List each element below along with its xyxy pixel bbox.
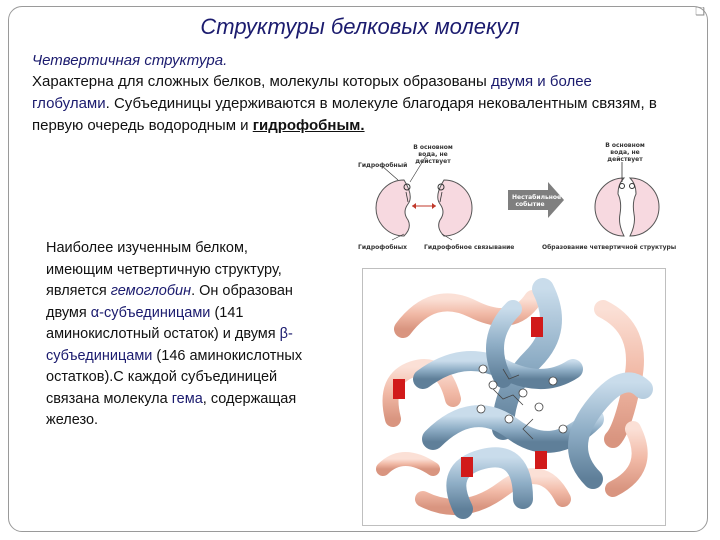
side-chain-markers (476, 364, 568, 434)
slide-frame: ❑ (8, 6, 708, 532)
label-water-right: В основном вода, не действует (605, 142, 645, 163)
hemoglobin-structure-image (362, 268, 666, 526)
label-arrow: Нестабильное событие (512, 194, 562, 208)
label-formation: Образование четвертичной структуры (542, 244, 677, 251)
label-hydrophobic-bottom: Гидрофобных (358, 244, 407, 251)
beta-subunits-term: β-субъединицами (46, 326, 293, 364)
center-links (492, 368, 534, 440)
body-text-5: , содержащая железо. (46, 390, 297, 429)
body-text-4: (146 аминокислотных остатков).С каждой с… (46, 347, 303, 407)
subtitle: Четвертичная структура. (32, 52, 228, 69)
heme-groups (393, 317, 547, 477)
intro-paragraph: Характерна для сложных белков, молекулы … (32, 71, 672, 137)
intro-text-1: Характерна для сложных белков, молекулы … (32, 73, 491, 90)
alpha-subunits-term: α-субъединицами (90, 304, 211, 321)
body-text-3: (141 аминокислотный остаток) и двумя (46, 304, 280, 343)
bullet-icon: ❑ (695, 6, 705, 18)
joined-subunits-figure (594, 162, 660, 237)
label-hydrophobic-top: Гидрофобный (358, 162, 408, 169)
body-text-2: . Он образован двумя (46, 283, 293, 321)
intro-text-2: . Субъединицы удерживаются в молекуле бл… (32, 95, 657, 134)
hemoglobin-graphic (376, 278, 653, 519)
hemoglobin-term: гемоглобин (110, 283, 192, 299)
formation-arrow (508, 182, 564, 218)
diagram-graphic (352, 140, 682, 260)
separate-subunits-figure (375, 179, 473, 237)
intro-highlight-globules: двумя и более глобулами (32, 73, 592, 112)
label-water-top: В основном вода, не действует (413, 144, 453, 165)
intro-highlight-hydrophobic: гидрофобным. (252, 117, 365, 134)
hemoglobin-paragraph: Наиболее изученным белком, имеющим четве… (46, 238, 316, 432)
heme-term: гема (171, 390, 203, 407)
quaternary-formation-diagram: Гидрофобный В основном вода, не действуе… (352, 140, 682, 260)
label-hydrophobic-interaction: Гидрофобное связывание (424, 244, 515, 251)
body-text-1: Наиболее изученным белком, имеющим четве… (46, 240, 282, 299)
page-title: Структуры белковых молекул (200, 14, 520, 39)
